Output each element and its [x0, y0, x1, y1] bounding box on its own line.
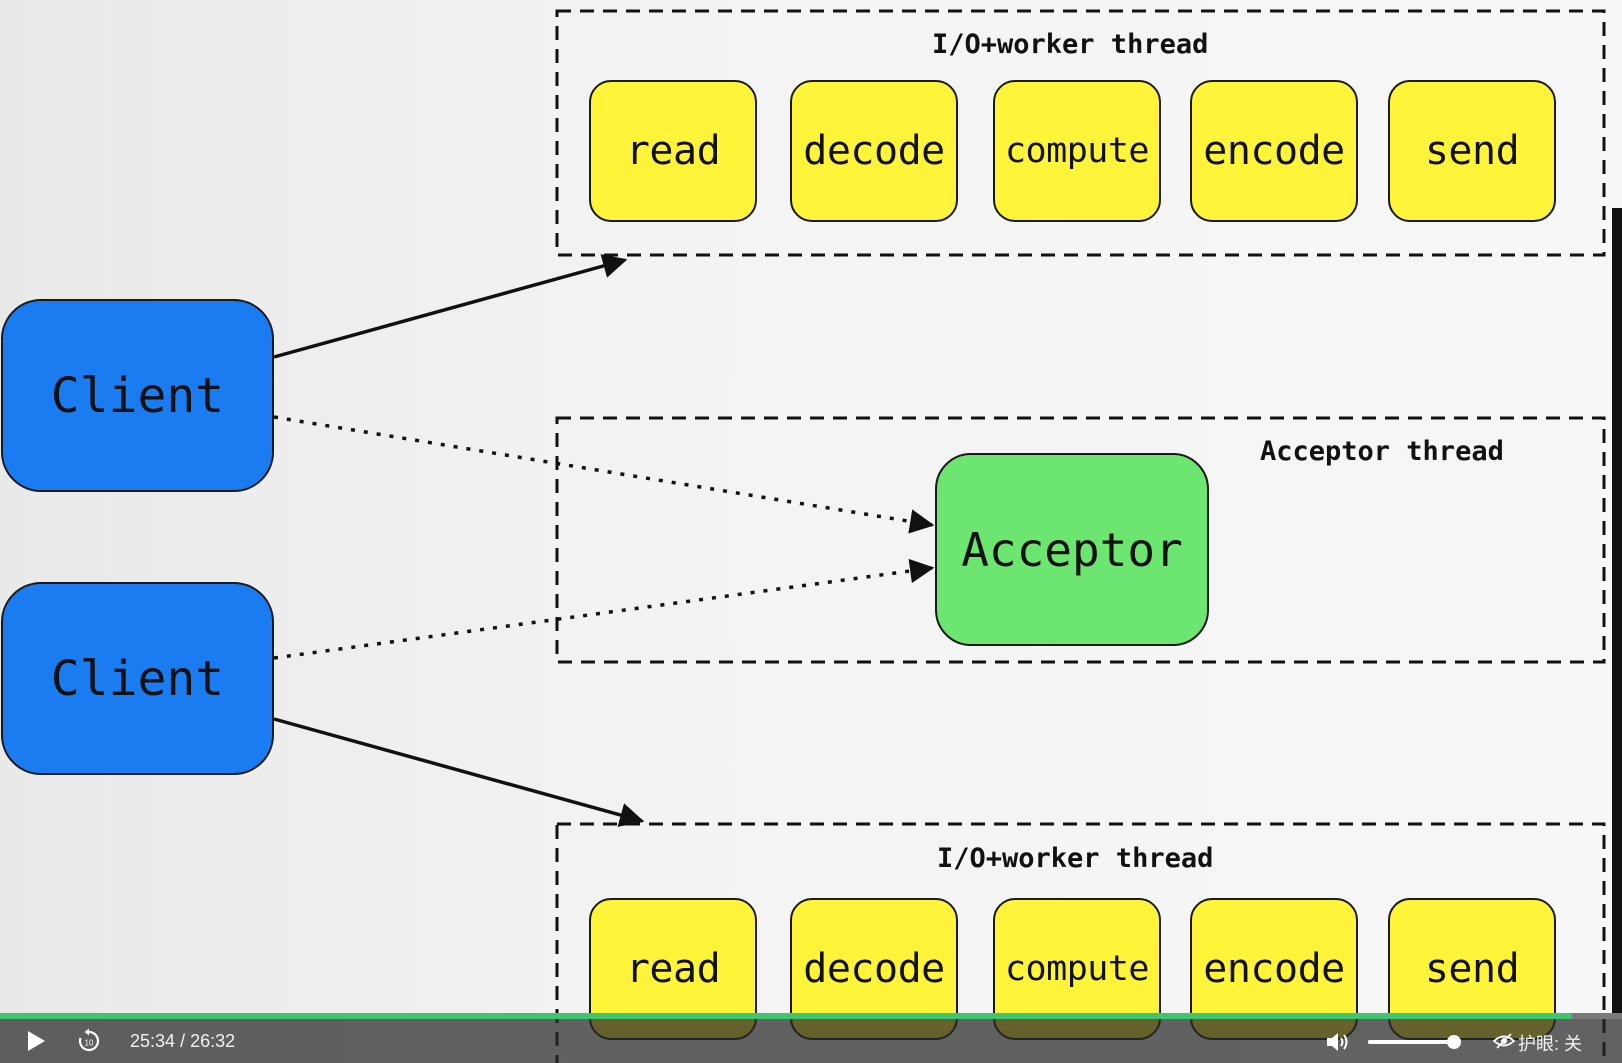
duration: 26:32 — [190, 1031, 236, 1051]
current-time: 25:34 — [130, 1031, 176, 1051]
eye-care-toggle[interactable] — [1492, 1029, 1516, 1053]
replay-10-icon: 10 — [78, 1028, 100, 1052]
dotted-client1-to-acceptor — [273, 415, 935, 534]
top-group-label: I/O+worker thread — [932, 29, 1209, 60]
client-box-2: Client — [1, 582, 274, 775]
time-display: 25:34 / 26:32 — [130, 1031, 235, 1052]
acceptor-group-label: Acceptor thread — [1260, 436, 1504, 467]
client-box-1: Client — [1, 299, 274, 492]
volume-icon — [1327, 1033, 1348, 1051]
arrow-client2-to-bottom — [273, 717, 645, 827]
eye-care-label[interactable]: 护眼: 关 — [1518, 1034, 1583, 1054]
bottom-group-border — [555, 822, 1606, 1063]
bottom-group-label: I/O+worker thread — [937, 843, 1214, 874]
player-control-bar: 10 25:34 / 26:32 护眼: 关 — [0, 1019, 1622, 1063]
volume-slider[interactable] — [1368, 1035, 1462, 1049]
top-stage-send: send — [1388, 80, 1556, 222]
arrow-client1-to-top — [273, 254, 628, 359]
volume-knob[interactable] — [1447, 1035, 1462, 1049]
top-stage-decode: decode — [790, 80, 958, 222]
volume-fill — [1368, 1040, 1455, 1044]
play-icon — [28, 1031, 45, 1051]
play-button[interactable] — [22, 1027, 50, 1055]
eye-care-icon — [1493, 1033, 1515, 1049]
top-stage-read: read — [589, 80, 757, 222]
progress-bar[interactable] — [0, 1013, 1622, 1019]
right-edge-strip — [1612, 208, 1622, 1013]
dotted-client2-to-acceptor — [273, 558, 935, 660]
replay-10-button[interactable]: 10 — [74, 1026, 104, 1056]
top-stage-encode: encode — [1190, 80, 1358, 222]
volume-button[interactable] — [1324, 1028, 1352, 1056]
svg-text:10: 10 — [85, 1039, 94, 1048]
acceptor-node: Acceptor — [935, 453, 1209, 646]
top-stage-compute: compute — [993, 80, 1161, 222]
time-separator: / — [180, 1031, 186, 1051]
